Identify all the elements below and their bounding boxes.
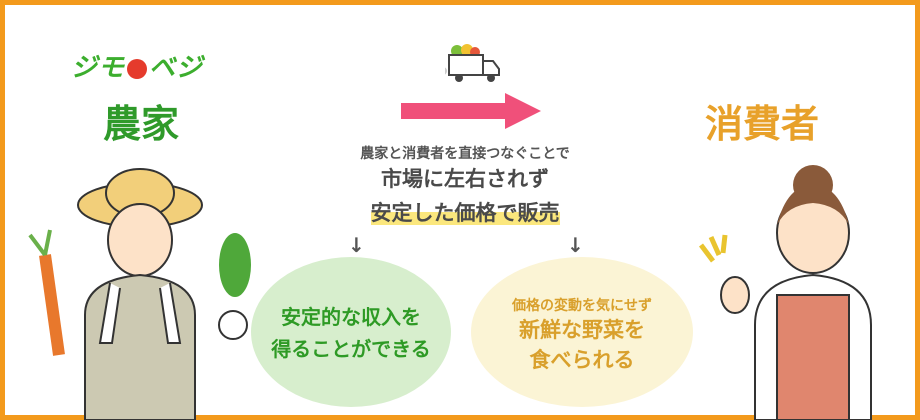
farmer-title: 農家 [103,102,180,146]
bubble-text: 食べられる [529,348,635,372]
bubble-text: 安定的な収入を [281,305,421,329]
down-arrow-icon: ↓ [567,233,584,257]
right-arrow-icon [401,93,541,129]
bubble-text: 価格の変動を気にせず [512,298,652,314]
delivery-truck-icon [445,44,500,82]
logo-text: ジモ [71,53,126,83]
headline-highlight: 安定した価格で販売 [295,197,635,227]
farmer-illustration [28,168,251,420]
bubble-text: 得ることができる [271,337,431,361]
down-arrow-icon: ↓ [348,233,365,257]
jimoveji-logo: ジモベジ [71,47,203,84]
lead-text: 農家と消費者を直接つなぐことで [360,146,570,162]
highlight-text: 安定した価格で販売 [370,201,560,225]
farmer-benefit-bubble: 安定的な収入を 得ることができる [251,257,451,407]
headline-line: 市場に左右されず [381,167,549,191]
tomato-icon [127,58,148,79]
consumer-title: 消費者 [705,102,820,146]
logo-text: ベジ [149,53,204,83]
consumer-benefit-bubble: 価格の変動を気にせず 新鮮な野菜を 食べられる [471,257,693,407]
bubble-text: 新鮮な野菜を [519,318,645,342]
consumer-illustration [699,165,872,420]
